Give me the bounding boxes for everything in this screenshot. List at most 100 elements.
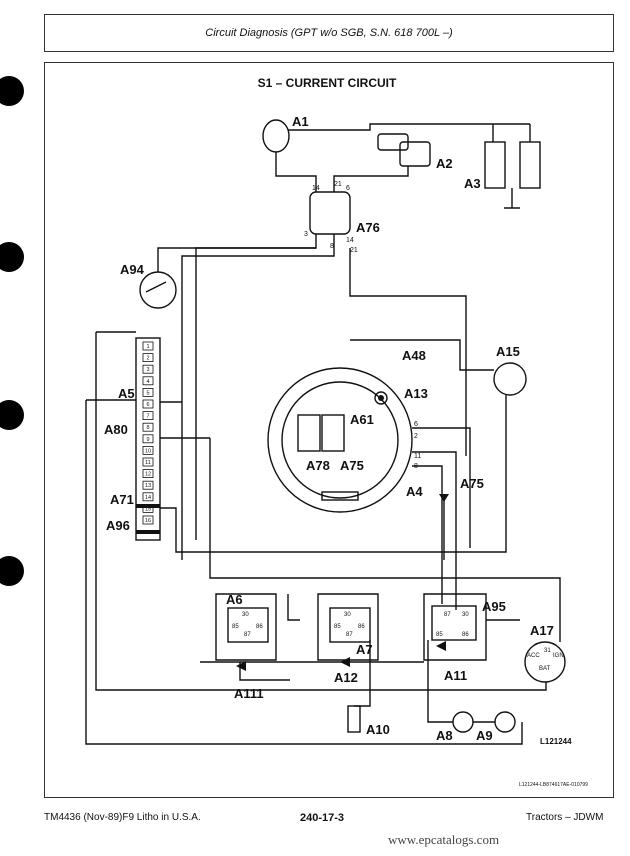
label-a96: A96 xyxy=(106,518,130,533)
relay-a95-pin-87: 87 xyxy=(444,612,451,618)
fuse-number: 2 xyxy=(146,356,149,362)
fuse-number: 8 xyxy=(146,425,149,431)
instrument-cluster xyxy=(267,367,413,513)
page-header: Circuit Diagnosis (GPT w/o SGB, S.N. 618… xyxy=(44,14,614,52)
ignition-switch xyxy=(524,641,566,683)
central-connector xyxy=(309,191,351,235)
pin-3: 3 xyxy=(304,231,308,238)
relay-a7-pin-86: 86 xyxy=(358,624,365,630)
socket-symbol xyxy=(493,362,527,396)
pin-8: 8 xyxy=(330,243,334,250)
fuse-slot xyxy=(142,364,154,374)
footer-product: Tractors – JDWM xyxy=(526,812,604,823)
fuse-slot xyxy=(142,353,154,363)
label-a2: A2 xyxy=(436,156,453,171)
switch-acc: ACC xyxy=(527,653,540,659)
fuse-slot xyxy=(142,445,154,455)
alternator-symbol xyxy=(262,119,290,153)
fuse-number: 11 xyxy=(145,460,151,466)
fuse-slot xyxy=(142,515,154,525)
label-a3: A3 xyxy=(464,176,481,191)
gauge-symbol xyxy=(139,271,177,309)
fuse-number: 6 xyxy=(146,402,149,408)
diagram-title: S1 – CURRENT CIRCUIT xyxy=(258,76,397,90)
fuse-slot xyxy=(142,411,154,421)
battery-1 xyxy=(484,141,506,189)
label-a12: A12 xyxy=(334,670,358,685)
label-a7: A7 xyxy=(356,642,373,657)
fuse-number: 9 xyxy=(146,437,149,443)
label-a9: A9 xyxy=(476,728,493,743)
label-a15: A15 xyxy=(496,344,520,359)
lamp-a9 xyxy=(494,711,516,733)
pin-14-bottom: 14 xyxy=(346,237,354,244)
page-title: Circuit Diagnosis (GPT w/o SGB, S.N. 618… xyxy=(205,27,453,39)
label-a95: A95 xyxy=(482,599,506,614)
fuse-slot xyxy=(142,341,154,351)
fuse-number: 12 xyxy=(145,472,151,478)
fuse-slot xyxy=(142,422,154,432)
label-a48: A48 xyxy=(402,348,426,363)
binder-hole-4 xyxy=(0,556,24,586)
fuse-slot xyxy=(142,399,154,409)
fuse-slot xyxy=(142,492,154,502)
label-a71: A71 xyxy=(110,492,134,507)
binder-hole-1 xyxy=(0,76,24,106)
diagram-frame xyxy=(44,62,614,798)
fuse-number: 13 xyxy=(145,483,151,489)
fuse-slot xyxy=(142,376,154,386)
binder-hole-3 xyxy=(0,400,24,430)
figure-ref: L121244-LB874617AE-010799 xyxy=(519,782,588,788)
label-a10: A10 xyxy=(366,722,390,737)
relay-a6 xyxy=(227,607,269,643)
cluster-pin-8: 8 xyxy=(414,463,418,470)
label-a6: A6 xyxy=(226,592,243,607)
label-a111: A111 xyxy=(234,686,264,701)
label-a5: A5 xyxy=(118,386,135,401)
label-a13: A13 xyxy=(404,386,428,401)
pin-14-top: 14 xyxy=(312,185,320,192)
cluster-pin-11: 11 xyxy=(414,453,421,460)
diode-a111 xyxy=(236,661,246,671)
pin-6-top: 6 xyxy=(346,185,350,192)
fuse-number: 4 xyxy=(146,379,149,385)
fuse-number: 5 xyxy=(146,390,149,396)
relay-a95-pin-85: 85 xyxy=(436,632,443,638)
fuse-number: 15 xyxy=(145,506,151,512)
relay-a7-pin-87: 87 xyxy=(346,632,353,638)
fuse-number: 1 xyxy=(146,344,149,350)
fuse-slot xyxy=(142,387,154,397)
fuse-slot xyxy=(142,480,154,490)
label-a1: A1 xyxy=(292,114,309,129)
relay-a6-pin-30: 30 xyxy=(242,612,249,618)
label-a4: A4 xyxy=(406,484,423,499)
relay-a6-pin-87: 87 xyxy=(244,632,251,638)
fuse-slot xyxy=(142,457,154,467)
diode-a11 xyxy=(436,641,446,651)
fuse-slot xyxy=(142,469,154,479)
relay-a95-pin-30: 30 xyxy=(462,612,469,618)
relay-a7 xyxy=(329,607,371,643)
footer-page-number: 240-17-3 xyxy=(300,812,345,824)
lamp-a8 xyxy=(452,711,474,733)
switch-31: 31 xyxy=(544,648,551,654)
label-a94: A94 xyxy=(120,262,145,277)
solenoid-a10 xyxy=(347,705,361,733)
fuse-block xyxy=(135,337,161,541)
label-a17: A17 xyxy=(530,623,554,638)
diode-a12 xyxy=(340,657,350,667)
fuse-number: 16 xyxy=(145,518,151,524)
relay-a95-pin-86: 86 xyxy=(462,632,469,638)
cluster-pin-2: 2 xyxy=(414,433,418,440)
switch-bat: BAT xyxy=(539,666,551,672)
relay-a6-pin-86: 86 xyxy=(256,624,263,630)
pin-21-top: 21 xyxy=(334,181,342,188)
fuse-slot xyxy=(142,503,154,513)
fuse-number: 3 xyxy=(146,367,149,373)
label-a8: A8 xyxy=(436,728,453,743)
label-a75-cluster: A75 xyxy=(340,458,364,473)
label-a11: A11 xyxy=(444,668,467,683)
fuse-number: 14 xyxy=(145,495,151,501)
